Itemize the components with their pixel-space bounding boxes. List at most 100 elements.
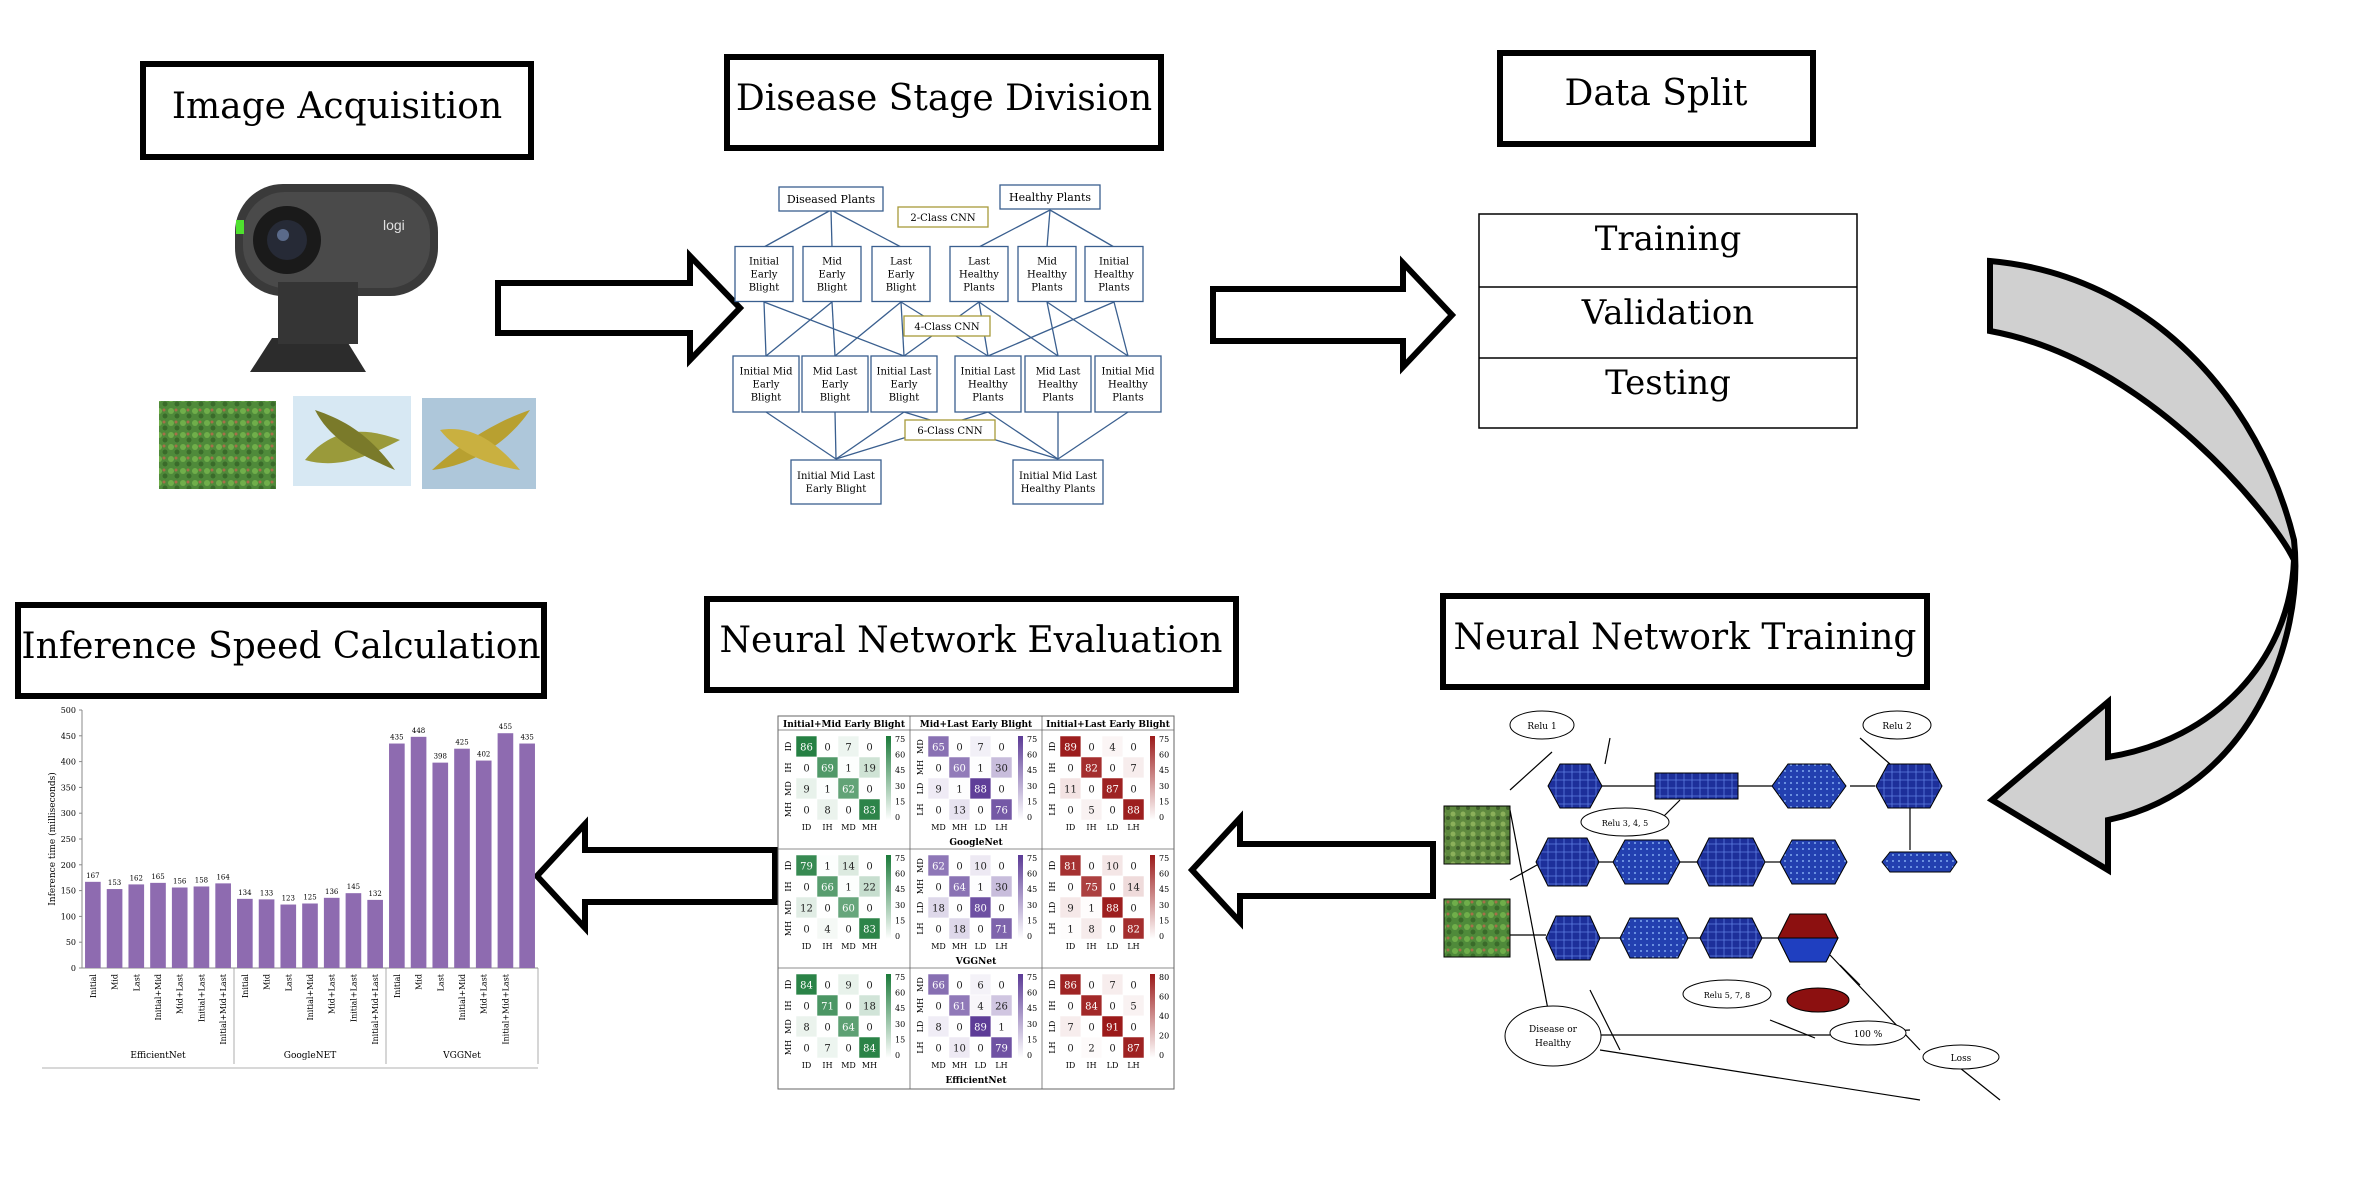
y-tick-label: 0 <box>71 964 76 973</box>
axis-label: LH <box>995 823 1007 832</box>
node-label: Mid Last <box>813 367 858 378</box>
axis-label: LD <box>975 823 987 832</box>
matrix-value: 0 <box>845 925 851 936</box>
node-box <box>871 245 931 303</box>
x-tick-label: Initial <box>89 974 98 998</box>
connector <box>834 411 837 460</box>
conv-layer <box>1771 763 1847 809</box>
matrix-value: 9 <box>803 785 809 796</box>
axis-label: ID <box>1048 980 1057 990</box>
axis-label: ID <box>784 861 793 871</box>
axis-label: MH <box>952 823 967 832</box>
group-label: EfficientNet <box>130 1051 186 1061</box>
matrix-value: 87 <box>1127 1044 1140 1055</box>
relu-label: Relu 2 <box>1882 722 1911 732</box>
axis-label: ID <box>784 742 793 752</box>
matrix-value: 83 <box>863 806 876 817</box>
matrix-value: 0 <box>1130 904 1136 915</box>
x-tick-label: Initial <box>241 974 250 998</box>
matrix-value: 1 <box>824 785 830 796</box>
node-box <box>732 355 800 413</box>
matrix-value: 0 <box>803 925 809 936</box>
matrix-value: 2 <box>1088 1044 1094 1055</box>
bar <box>150 882 166 968</box>
colorbar-tick: 75 <box>1027 973 1037 982</box>
matrix-value: 11 <box>1064 785 1077 796</box>
axis-label: MD <box>784 1019 793 1034</box>
node-box <box>1017 245 1077 303</box>
cnn-tag: 6-Class CNN <box>904 419 996 441</box>
node-label: Last <box>890 257 912 268</box>
connector <box>830 209 833 248</box>
connector <box>978 209 1051 248</box>
y-tick-label: 300 <box>61 809 76 818</box>
matrix-value: 0 <box>977 806 983 817</box>
bar-value-label: 145 <box>347 883 360 891</box>
axis-label: MH <box>784 921 793 936</box>
axis-label: MD <box>916 739 925 754</box>
matrix-value: 7 <box>845 743 851 754</box>
conv-layer <box>1875 763 1943 809</box>
colorbar-tick: 60 <box>1159 870 1169 879</box>
cnn-tag-label: 2-Class CNN <box>910 213 975 224</box>
bar <box>519 743 535 968</box>
flow-arrows <box>495 248 2299 936</box>
matrix-value: 1 <box>998 1023 1004 1034</box>
stage-title: Neural Network Training <box>1454 617 1917 658</box>
axis-label: LH <box>1048 1041 1057 1053</box>
node-label: Initial <box>749 257 779 268</box>
matrix-value: 9 <box>935 785 941 796</box>
matrix-value: 0 <box>866 904 872 915</box>
connector <box>834 301 902 357</box>
matrix-value: 65 <box>932 743 945 754</box>
matrix-value: 0 <box>956 981 962 992</box>
dense-layer <box>1881 851 1958 873</box>
node-label: Early <box>822 380 849 391</box>
colorbar-tick: 75 <box>1159 735 1169 744</box>
colorbar-tick: 75 <box>1027 735 1037 744</box>
matrix-cell <box>990 1036 1013 1059</box>
matrix-value: 0 <box>803 1002 809 1013</box>
x-tick-label: Last <box>436 973 445 991</box>
split-testing: Testing <box>1605 363 1731 403</box>
matrix-value: 1 <box>1067 925 1073 936</box>
axis-label: MD <box>916 977 925 992</box>
x-tick-label: Initial+Last <box>349 973 358 1022</box>
axis-label: LH <box>1127 823 1139 832</box>
axis-label: ID <box>1066 942 1076 951</box>
axis-label: LH <box>995 942 1007 951</box>
axis-label: ID <box>1048 861 1057 871</box>
matrix-value: 7 <box>1067 1023 1073 1034</box>
matrix-value: 8 <box>1088 925 1094 936</box>
matrix-value: 5 <box>1130 1002 1136 1013</box>
bar-value-label: 136 <box>325 888 339 896</box>
bar <box>171 887 188 968</box>
colorbar <box>1018 855 1023 939</box>
node-label: Blight <box>751 393 782 404</box>
node-label: Blight <box>886 283 917 294</box>
colorbar-tick: 60 <box>1027 989 1037 998</box>
node-box <box>1084 245 1144 303</box>
split-training: Training <box>1595 219 1742 259</box>
bar <box>258 899 275 968</box>
cnn-tag-box <box>903 315 991 337</box>
model-label: GoogleNet <box>949 838 1003 848</box>
bar-value-label: 435 <box>390 734 403 742</box>
matrix-value: 0 <box>956 743 962 754</box>
colorbar-tick: 15 <box>1159 797 1169 806</box>
node-box <box>790 459 882 505</box>
matrix-value: 18 <box>932 904 945 915</box>
matrix-value: 4 <box>824 925 830 936</box>
node-label: Plants <box>963 283 994 294</box>
x-tick-label: Mid+Last <box>176 973 185 1014</box>
axis-label: LH <box>1048 922 1057 934</box>
axis-label: MH <box>952 1061 967 1070</box>
axis-label: LH <box>1048 803 1057 815</box>
matrix-value: 0 <box>998 743 1004 754</box>
matrix-value: 0 <box>1109 883 1115 894</box>
